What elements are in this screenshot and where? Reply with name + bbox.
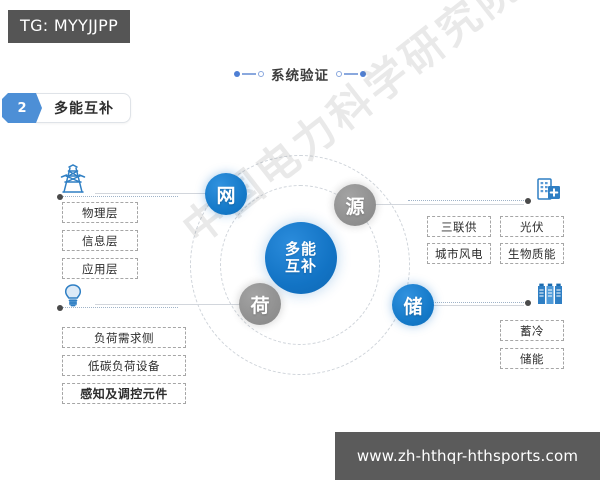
orbit-ring-inner (220, 185, 380, 345)
core-line-2: 互补 (284, 257, 317, 275)
lead-cap-dot-icon (57, 304, 63, 311)
core-line-1: 多能 (284, 240, 317, 259)
chip-load-0: 负荷需求侧 (62, 327, 186, 348)
orbit-ring-outer (190, 155, 410, 375)
chip-grid-2: 应用层 (62, 258, 138, 279)
node-storage[interactable]: 储 (392, 284, 434, 326)
lead-line-storage (408, 299, 531, 306)
title-deco-left (234, 71, 264, 77)
node-load[interactable]: 荷 (239, 283, 281, 325)
title-deco-right (336, 71, 366, 77)
node-grid[interactable]: 网 (205, 173, 247, 215)
footer-watermark: www.zh-hthqr-hthsports.com (335, 432, 600, 480)
node-label: 荷 (250, 294, 270, 317)
building-plus-icon (536, 176, 562, 206)
connector-grid (95, 193, 207, 194)
section-title: 系统验证 (271, 68, 329, 84)
dot-filled-icon (234, 71, 240, 77)
node-label: 网 (216, 184, 236, 207)
transmission-tower-icon (60, 164, 86, 198)
step-number: 2 (2, 93, 42, 123)
lead-cap-dot-icon (57, 193, 63, 200)
line-icon (242, 73, 256, 75)
connector-load (95, 304, 241, 305)
node-label: 源 (345, 195, 365, 218)
chip-source-3: 生物质能 (500, 243, 564, 264)
core-circle: 多能 互补 (265, 222, 337, 294)
lead-line-load (57, 304, 178, 311)
step-label: 多能互补 (36, 93, 131, 123)
node-source[interactable]: 源 (334, 184, 376, 226)
tg-tag: TG: MYYJJPP (8, 10, 131, 43)
dot-outline-icon (258, 71, 264, 77)
chip-source-1: 光伏 (500, 216, 564, 237)
connector-source (374, 204, 524, 205)
chip-source-0: 三联供 (427, 216, 491, 237)
chip-grid-0: 物理层 (62, 202, 138, 223)
chip-grid-1: 信息层 (62, 230, 138, 251)
line-icon (344, 73, 358, 75)
dot-filled-icon (360, 71, 366, 77)
lead-cap-dot-icon (525, 299, 531, 306)
lead-line-grid (57, 193, 178, 200)
lead-line-source (408, 197, 531, 204)
chip-source-2: 城市风电 (427, 243, 491, 264)
section-title-row: 系统验证 (0, 64, 600, 84)
chip-storage-0: 蓄冷 (500, 320, 564, 341)
lead-cap-dot-icon (525, 197, 531, 204)
battery-rack-icon (536, 282, 564, 310)
chip-load-1: 低碳负荷设备 (62, 355, 186, 376)
step-badge: 2 多能互补 (2, 93, 131, 123)
dot-outline-icon (336, 71, 342, 77)
chip-storage-1: 储能 (500, 348, 564, 369)
light-bulb-icon (63, 283, 83, 313)
chip-load-2: 感知及调控元件 (62, 383, 186, 404)
connector-storage (432, 305, 524, 306)
node-label: 储 (403, 295, 423, 318)
